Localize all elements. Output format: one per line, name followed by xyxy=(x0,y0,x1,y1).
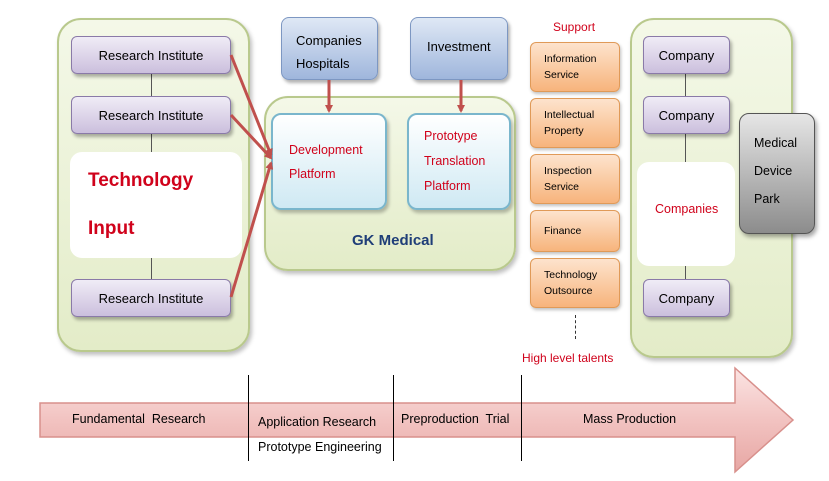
company-box: Company xyxy=(643,36,730,74)
prototype-platform-line2: Translation xyxy=(424,154,486,168)
company-label: Company xyxy=(658,290,715,306)
arrow-institute-1-to-dev xyxy=(229,54,273,157)
stage-mass-production: Mass Production xyxy=(583,412,677,426)
research-institute-label: Research Institute xyxy=(98,290,204,306)
development-platform-line2: Platform xyxy=(289,167,336,181)
technology-input-line2: Input xyxy=(88,218,135,239)
medical-device-park-box: Medical Device Park xyxy=(739,113,815,234)
stage-fundamental-research: Fundamental Research xyxy=(72,412,206,426)
prototype-platform-box: Prototype Translation Platform xyxy=(407,113,511,210)
support-item-text: Finance xyxy=(544,225,582,237)
research-institute-box: Research Institute xyxy=(71,279,231,317)
research-institute-box: Research Institute xyxy=(71,96,231,134)
stage-prototype-engineering: Prototype Engineering xyxy=(258,440,382,454)
stage-application-research: Application Research xyxy=(258,415,377,429)
prototype-platform-line1: Prototype xyxy=(424,129,478,143)
company-box: Company xyxy=(643,96,730,134)
stage-separator xyxy=(521,375,522,461)
high-level-talents-label: High level talents xyxy=(522,351,614,365)
stage-preproduction-trial: Preproduction Trial xyxy=(401,412,510,426)
company-box: Company xyxy=(643,279,730,317)
investment-label: Investment xyxy=(427,39,491,54)
technology-input-line1: Technology xyxy=(88,170,194,191)
technology-input-box: Technology Input xyxy=(70,152,242,258)
prototype-platform-line3: Platform xyxy=(424,179,471,193)
stage-separator xyxy=(393,375,394,461)
companies-hospitals-line2: Hospitals xyxy=(296,56,350,71)
stage-separator xyxy=(248,375,249,461)
support-item-finance: Finance xyxy=(530,210,620,252)
arrow-institute-2-to-dev xyxy=(229,113,273,160)
development-platform-box: Development Platform xyxy=(271,113,387,210)
research-institute-label: Research Institute xyxy=(98,107,204,123)
medical-device-park-line3: Park xyxy=(754,192,780,206)
company-label: Company xyxy=(658,47,715,63)
research-institute-label: Research Institute xyxy=(98,47,204,63)
companies-hospitals-line1: Companies xyxy=(296,33,362,48)
medical-device-park-line1: Medical xyxy=(754,136,798,150)
companies-group-label: Companies xyxy=(655,202,719,216)
companies-group-box: Companies xyxy=(637,162,735,266)
support-continuation-dash xyxy=(575,315,576,339)
company-label: Company xyxy=(658,107,715,123)
development-platform-line1: Development xyxy=(289,143,363,157)
medical-device-park-line2: Device xyxy=(754,164,793,178)
support-title: Support xyxy=(553,20,596,34)
arrow-institute-3-to-dev xyxy=(229,161,274,298)
gk-medical-label: GK Medical xyxy=(352,232,434,249)
research-institute-box: Research Institute xyxy=(71,36,231,74)
companies-hospitals-box: Companies Hospitals xyxy=(281,17,378,80)
investment-box: Investment xyxy=(410,17,508,80)
